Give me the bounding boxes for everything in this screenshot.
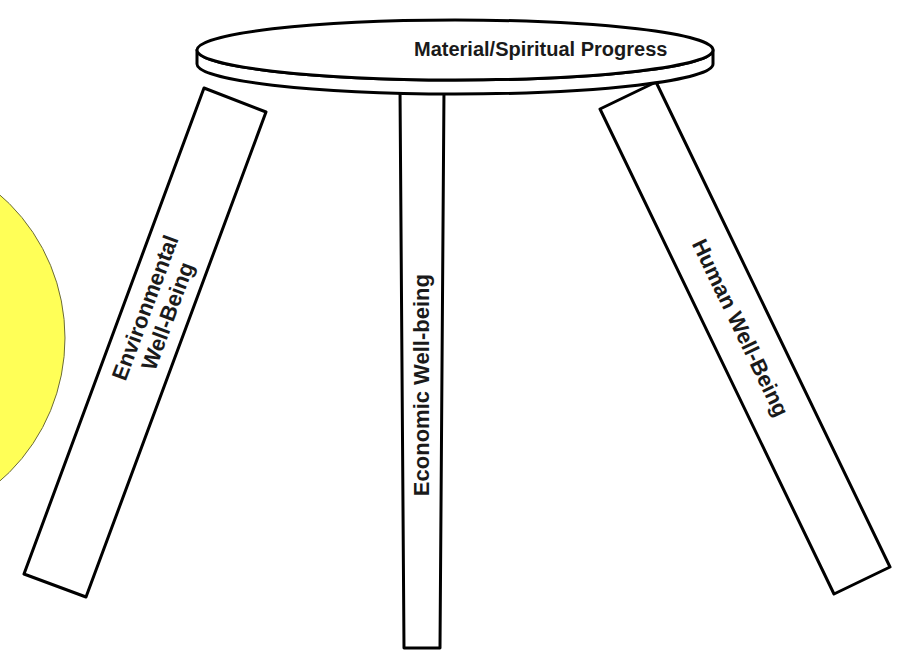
stool-leg: [24, 88, 266, 597]
yellow-circle: [0, 148, 65, 528]
leg-label-box: Economic Well-being: [410, 274, 434, 496]
node-text: Material/Spiritual Progress: [414, 38, 667, 60]
leg-label-box: Human Well-Being: [687, 236, 793, 421]
node-text: Human Well-Being: [687, 236, 793, 421]
node-text: Environmental Well-Being: [103, 219, 211, 405]
seat-label-box: Material/Spiritual Progress: [414, 38, 667, 60]
leg-label-box: Environmental Well-Being: [103, 219, 211, 405]
stool-leg: [600, 82, 890, 594]
node-text: Economic Well-being: [410, 274, 434, 496]
stool-leg: [400, 88, 444, 648]
seat-top: [197, 20, 713, 80]
